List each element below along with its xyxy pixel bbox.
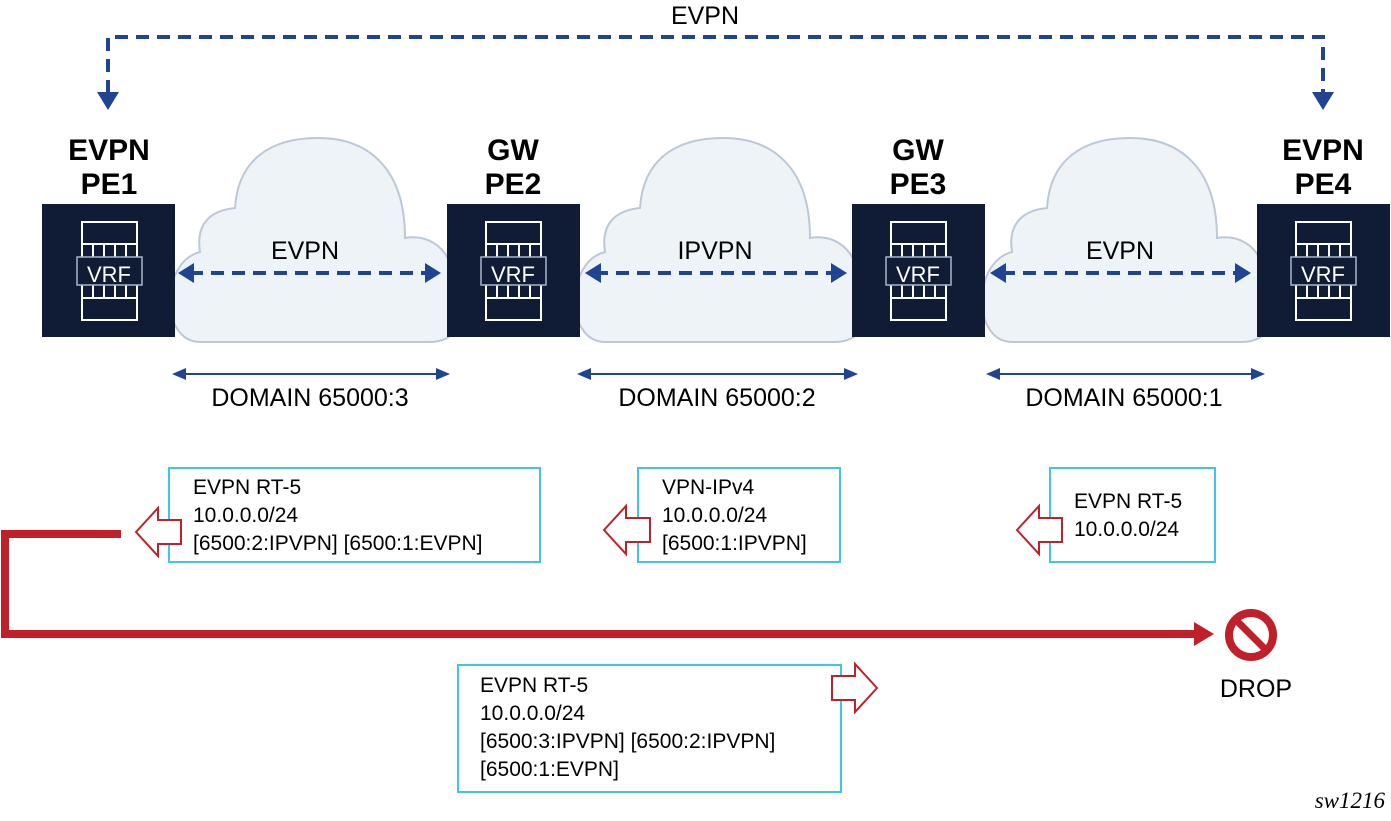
arrow-down-pe4-icon	[1312, 92, 1334, 110]
route-line: 10.0.0.0/24	[1074, 518, 1179, 541]
hollow-arrow-left-icon	[602, 503, 651, 557]
arrow-left-icon	[178, 263, 194, 283]
arrow-down-pe1-icon	[97, 92, 119, 110]
vrf-label: VRF	[896, 262, 940, 287]
route-line: EVPN RT-5	[193, 476, 301, 499]
route-line: 10.0.0.0/24	[480, 702, 585, 725]
node-pe2-role: GW	[487, 134, 539, 167]
router-vrf-icon	[885, 221, 952, 321]
arrow-right-icon	[1235, 263, 1251, 283]
node-pe1-role: EVPN	[68, 134, 150, 167]
link-pe3-pe4: EVPN	[990, 237, 1251, 283]
arrow-left-icon	[577, 368, 591, 380]
router-vrf-icon	[76, 221, 143, 321]
top-link-label: EVPN	[671, 2, 739, 30]
drop-indicator: DROP	[1220, 609, 1292, 703]
node-pe4-name: PE4	[1295, 168, 1352, 201]
drop-label: DROP	[1220, 675, 1292, 703]
node-pe1[interactable]: EVPN PE1 VRF	[42, 134, 175, 337]
router-vrf-icon	[1290, 221, 1357, 321]
router-vrf-icon	[480, 221, 547, 321]
node-pe1-name: PE1	[81, 168, 138, 201]
link-pe2-pe3: IPVPN	[585, 237, 847, 283]
arrow-right-icon	[831, 263, 847, 283]
propagation-path	[1, 530, 1214, 646]
arrow-left-icon	[986, 368, 1000, 380]
route-box-pe1: EVPN RT-5 10.0.0.0/24 [6500:2:IPVPN] [65…	[134, 467, 541, 563]
route-line: EVPN RT-5	[480, 674, 588, 697]
prohibited-icon	[1225, 609, 1277, 661]
red-path-line	[1, 530, 1200, 638]
arrow-right-icon	[1251, 368, 1265, 380]
domain-span-3: DOMAIN 65000:3	[172, 368, 450, 412]
arrow-right-icon	[425, 263, 441, 283]
node-pe3[interactable]: GW PE3 VRF	[852, 134, 985, 337]
arrow-right-icon	[436, 368, 450, 380]
domain-span-1: DOMAIN 65000:1	[986, 368, 1265, 412]
route-box-pe3: EVPN RT-5 10.0.0.0/24	[1015, 467, 1216, 563]
arrow-right-icon	[1194, 622, 1214, 646]
vrf-label: VRF	[491, 262, 535, 287]
arrow-left-icon	[585, 263, 601, 283]
hollow-arrow-left-icon	[134, 505, 182, 559]
domain-label: DOMAIN 65000:1	[1025, 384, 1222, 412]
top-evpn-dashed-line	[106, 35, 1325, 93]
link-pe1-pe2: EVPN	[178, 237, 441, 283]
top-evpn-link: EVPN	[97, 2, 1334, 110]
arrow-left-icon	[172, 368, 186, 380]
node-pe2-name: PE2	[485, 168, 542, 201]
figure-id: sw1216	[1315, 788, 1386, 813]
hollow-arrow-left-icon	[1015, 503, 1063, 557]
route-line: [6500:1:EVPN]	[480, 758, 619, 781]
domain-span-2: DOMAIN 65000:2	[577, 368, 858, 412]
vrf-label: VRF	[87, 262, 131, 287]
node-pe3-role: GW	[892, 134, 944, 167]
link-protocol-label: IPVPN	[677, 237, 752, 265]
node-pe2[interactable]: GW PE2 VRF	[447, 134, 580, 337]
node-pe4[interactable]: EVPN PE4 VRF	[1257, 134, 1390, 337]
route-box-final: EVPN RT-5 10.0.0.0/24 [6500:3:IPVPN] [65…	[457, 661, 879, 793]
route-line: EVPN RT-5	[1074, 490, 1182, 513]
route-line: [6500:3:IPVPN] [6500:2:IPVPN]	[480, 730, 775, 753]
link-protocol-label: EVPN	[271, 237, 339, 265]
link-protocol-label: EVPN	[1086, 237, 1154, 265]
route-line: VPN-IPv4	[662, 476, 755, 499]
hollow-arrow-right-icon	[831, 661, 879, 715]
route-box-pe2: VPN-IPv4 10.0.0.0/24 [6500:1:IPVPN]	[602, 467, 841, 563]
node-pe4-role: EVPN	[1282, 134, 1364, 167]
route-line: [6500:1:IPVPN]	[662, 532, 807, 555]
domain-label: DOMAIN 65000:3	[211, 384, 408, 412]
arrow-right-icon	[844, 368, 858, 380]
arrow-left-icon	[990, 263, 1006, 283]
node-pe3-name: PE3	[890, 168, 947, 201]
route-line: [6500:2:IPVPN] [6500:1:EVPN]	[193, 532, 483, 555]
route-line: 10.0.0.0/24	[662, 504, 767, 527]
vrf-label: VRF	[1301, 262, 1345, 287]
domain-label: DOMAIN 65000:2	[618, 384, 815, 412]
route-line: 10.0.0.0/24	[193, 504, 298, 527]
